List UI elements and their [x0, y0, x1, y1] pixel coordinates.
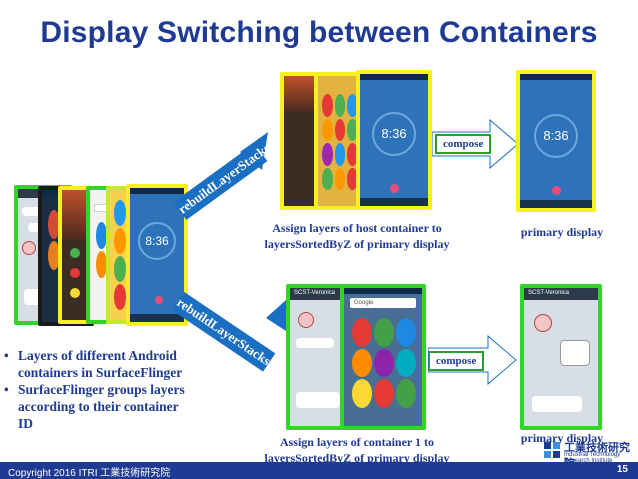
- host-caption-line1: Assign layers of host container to: [272, 221, 442, 235]
- arrow-right-icon: [428, 334, 517, 386]
- page-number: 15: [616, 464, 628, 475]
- footer-copyright: Copyright 2016 ITRI 工業技術研究院: [8, 468, 171, 479]
- logo-name-en-1: Industrial Technology: [564, 452, 621, 458]
- chat-header: SCST-Veronica: [290, 288, 344, 300]
- primary-display-bottom: SCST-Veronica: [520, 284, 602, 430]
- itri-logo-icon: [544, 442, 560, 458]
- clock-text: 8:36: [381, 126, 407, 141]
- host-caption-line2: layersSortedByZ of primary display: [264, 237, 450, 251]
- primary-display-top: 8:36: [516, 70, 596, 212]
- search-bar: Google: [350, 298, 416, 308]
- clock-text: 8:36: [145, 234, 169, 248]
- chat-header: SCST-Veronica: [524, 288, 598, 300]
- bullet-item: Layers of different Android containers i…: [4, 347, 254, 381]
- clock-text: 8:36: [543, 128, 569, 143]
- compose-label-top: compose: [435, 134, 492, 154]
- arrow-right-icon: [432, 118, 519, 170]
- compose-label-bottom: compose: [428, 351, 485, 371]
- bullet-item: SurfaceFlinger groups layers according t…: [4, 381, 254, 432]
- c1-caption: Assign layers of container 1 to layersSo…: [252, 434, 462, 466]
- fab-circle: [155, 296, 163, 304]
- fab-circle: [390, 184, 399, 193]
- footer-bar: [0, 462, 638, 479]
- bullet-list: Layers of different Android containers i…: [4, 347, 254, 432]
- host-caption: Assign layers of host container to layer…: [252, 220, 462, 252]
- itri-logo: 工業技術研究院 Industrial Technology Research I…: [544, 440, 636, 470]
- c1-screen-google: Google: [340, 284, 426, 430]
- fab-circle: [552, 186, 561, 195]
- host-screen-clock: 8:36: [356, 70, 432, 210]
- slide-title: Display Switching between Containers: [40, 16, 598, 49]
- host-screen-game: [314, 72, 362, 210]
- primary-display-bottom-label: primary display: [520, 431, 604, 445]
- logo-name-en-2: Research Institute: [564, 458, 613, 464]
- primary-display-top-label: primary display: [520, 225, 604, 239]
- stack-screen-clock: 8:36: [126, 184, 188, 326]
- c1-screen-chat: SCST-Veronica: [286, 284, 348, 430]
- c1-caption-line2: layersSortedByZ of primary display: [264, 451, 450, 465]
- c1-caption-line1: Assign layers of container 1 to: [279, 435, 435, 449]
